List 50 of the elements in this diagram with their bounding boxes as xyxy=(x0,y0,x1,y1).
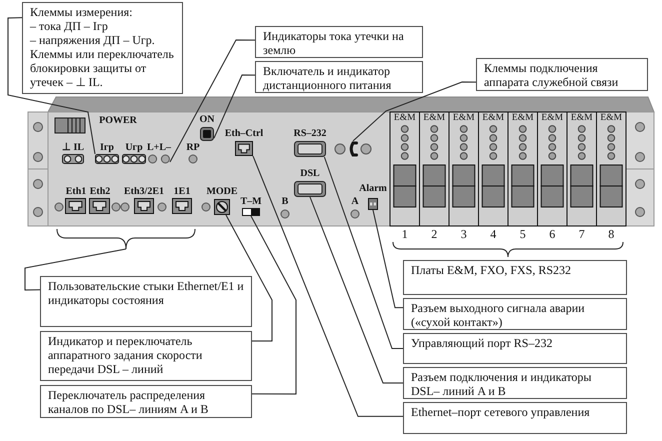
panel-label: 1E1 xyxy=(174,186,190,197)
panel-label: A xyxy=(351,196,359,207)
callout-text: Клеммы подключения аппарата служебной связи xyxy=(484,61,620,89)
panel-label: Eth3/2E1 xyxy=(124,186,164,197)
callout-text: Управляющий порт RS–232 xyxy=(411,336,554,350)
callout-text: – напряжения ДП – Uгр. xyxy=(30,33,156,47)
slot-number: 4 xyxy=(490,228,496,240)
card-label: E&M xyxy=(423,113,446,123)
slot-number: 8 xyxy=(608,228,614,240)
slot-number: 3 xyxy=(460,228,467,240)
slot-number: 5 xyxy=(520,228,526,240)
slot-number: 6 xyxy=(549,228,556,240)
card-label: E&M xyxy=(482,113,504,123)
slot-number: 1 xyxy=(402,228,408,240)
panel-label: Eth1 xyxy=(66,186,86,197)
card-label: E&M xyxy=(600,113,622,123)
panel-label: T–M xyxy=(240,196,262,207)
card-label: E&M xyxy=(541,113,564,123)
callout-text: Ethernet–порт сетевого управления xyxy=(411,405,591,419)
callout-text: Клеммы или переключатель блокировки защиты от утечек – ⊥ IL. xyxy=(30,47,175,89)
callout-text: Переключатель распределения каналов по DSL– линиям A и B xyxy=(48,388,210,416)
panel-label: Eth2 xyxy=(90,186,110,197)
panel-label: RP xyxy=(186,142,200,153)
panel-label: POWER xyxy=(99,115,137,126)
panel-label: DSL xyxy=(300,168,320,179)
panel-label: L+L– xyxy=(146,142,172,153)
callout-text: Индикаторы тока утечки на землю xyxy=(263,29,405,57)
callout-text: Включатель и индикатор дистанционного питания xyxy=(263,64,392,92)
panel-label: Iгр xyxy=(100,142,114,153)
panel-label: B xyxy=(282,196,288,207)
panel-label: ⊥ IL xyxy=(62,142,84,153)
callout-text: Разъем выходного сигнала аварии («сухой контакт») xyxy=(411,301,586,329)
panel-label: RS–232 xyxy=(294,128,326,139)
callout-text: Разъем подключения и индикаторы DSL– линий A и B xyxy=(411,370,592,398)
callout-text: Платы E&M, FXO, FXS, RS232 xyxy=(411,263,572,277)
panel-label: Alarm xyxy=(359,183,387,194)
callout-text: – тока ДП – Iгр xyxy=(30,19,109,33)
slot-number: 2 xyxy=(431,228,438,240)
callout-text: Индикатор и переключатель аппаратного задания скорости передачи DSL – линий xyxy=(48,334,204,376)
panel-label: ON xyxy=(200,114,214,125)
card-label: E&M xyxy=(394,113,416,123)
callout-text: Клеммы измерения: xyxy=(30,5,134,19)
panel-label: Eth–Ctrl xyxy=(224,128,264,139)
card-label: E&M xyxy=(452,113,475,123)
callout-text: Пользовательские стыки Ethernet/E1 и индикаторы состояния xyxy=(48,279,244,307)
card-label: E&M xyxy=(512,113,534,123)
card-label: E&M xyxy=(570,113,593,123)
slot-number: 7 xyxy=(578,228,585,240)
panel-label: MODE xyxy=(206,186,238,197)
panel-label: Uгр xyxy=(125,142,143,153)
